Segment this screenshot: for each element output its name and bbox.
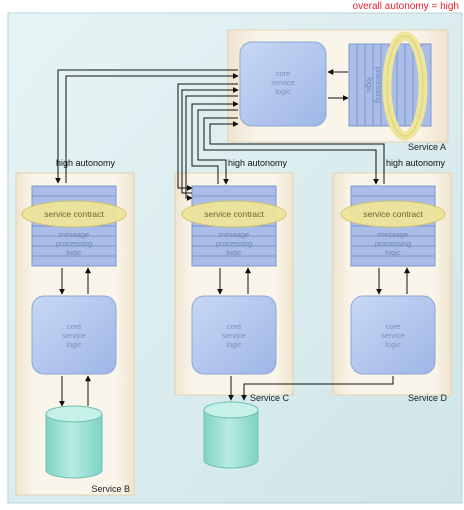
service-b-core-logic [31, 295, 117, 375]
service-b-contract-label: service contract [44, 209, 104, 219]
service-d-core-logic [350, 295, 436, 375]
service-c-core-line-1: core [227, 322, 242, 331]
service-d-core-line-1: core [386, 322, 401, 331]
service-a-core-line-1: core [276, 69, 291, 78]
service-c-autonomy-label: high autonomy [228, 158, 288, 168]
shared-database [203, 401, 259, 469]
service-b-autonomy-label: high autonomy [56, 158, 116, 168]
connector-a-to-c-1 [177, 83, 238, 191]
service-a-core-line-3: logic [275, 87, 291, 96]
service-a-core-line-2: service [271, 78, 295, 87]
service-a-connectors [55, 69, 385, 201]
service-b-core-line-3: logic [66, 340, 82, 349]
service-d: high autonomy service contract message p… [332, 158, 452, 403]
service-d-msg-line-2: processing [375, 239, 411, 248]
service-d-contract-ring [340, 200, 446, 228]
service-c: high autonomy service contract message p… [174, 158, 294, 403]
service-d-autonomy-label: high autonomy [386, 158, 446, 168]
connector-a-to-b [55, 69, 238, 184]
service-b-label: Service B [91, 484, 130, 494]
overall-autonomy-label: overall autonomy = high [353, 1, 459, 12]
service-d-contract-label: service contract [363, 209, 423, 219]
service-c-contract-label: service contract [204, 209, 264, 219]
connector-a-to-c-3 [197, 109, 238, 185]
service-d-message-layer [350, 185, 436, 267]
service-d-core-line-2: service [381, 331, 405, 340]
service-a-msg-line-3: logic [365, 77, 374, 93]
service-a-label: Service A [408, 142, 446, 152]
service-c-contract-ring [181, 200, 287, 228]
service-b: high autonomy service contract message p… [15, 158, 135, 496]
service-d-db-arrow [241, 376, 394, 401]
service-d-label: Service D [408, 393, 448, 403]
service-c-core-line-3: logic [226, 340, 242, 349]
service-b-message-layer [31, 185, 117, 267]
connector-a-to-c-2 [185, 95, 238, 201]
service-b-core-line-2: service [62, 331, 86, 340]
connector-a-to-d [203, 117, 379, 185]
service-d-core-line-3: logic [385, 340, 401, 349]
service-c-core-logic [191, 295, 277, 375]
service-a-core-logic [239, 41, 327, 127]
service-c-msg-line-3: logic [226, 248, 242, 257]
service-b-database [45, 405, 103, 479]
connector-c-to-a-2 [191, 101, 239, 184]
service-b-msg-line-3: logic [66, 248, 82, 257]
service-c-label: Service C [250, 393, 290, 403]
connector-b-to-a [65, 73, 239, 183]
service-c-core-line-2: service [222, 331, 246, 340]
connector-c-to-a-1 [181, 87, 239, 194]
service-a: core service logic message processing lo… [227, 29, 449, 152]
service-b-contract-ring [21, 200, 127, 228]
service-c-msg-line-2: processing [216, 239, 252, 248]
service-d-msg-line-1: message [378, 230, 408, 239]
service-d-msg-line-3: logic [385, 248, 401, 257]
service-c-msg-line-1: message [219, 230, 249, 239]
service-b-msg-line-1: message [59, 230, 89, 239]
connector-d-to-a [209, 121, 385, 184]
service-b-core-line-1: core [67, 322, 82, 331]
service-a-msg-line-2: processing [374, 67, 383, 103]
service-b-msg-line-2: processing [56, 239, 92, 248]
